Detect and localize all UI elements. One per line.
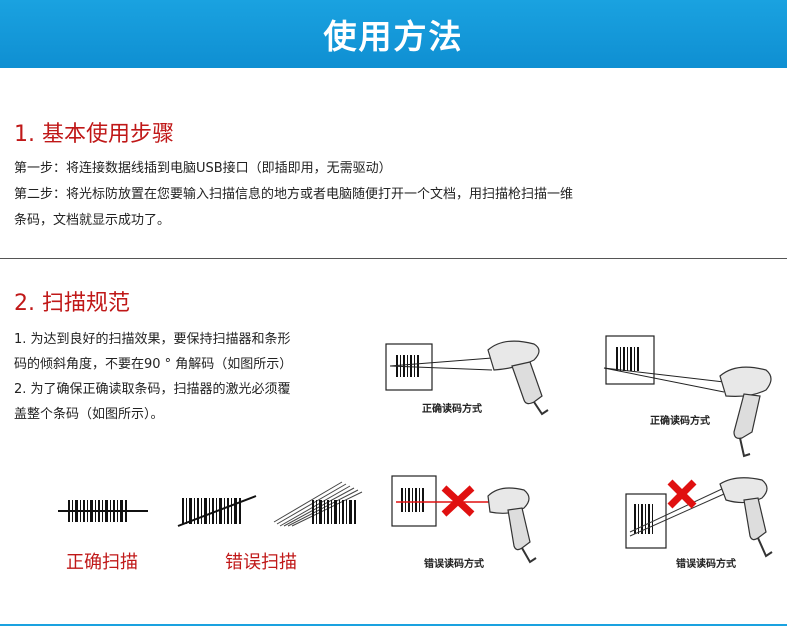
rule-1-text-cont: 码的倾斜角度，不要在90 ° 角解码（如图所示）	[14, 357, 293, 372]
rule-1-text: 1. 为达到良好的扫描效果，要保持扫描器和条形	[14, 332, 291, 347]
correct-scan-label: 正确扫描	[66, 552, 138, 573]
step-2-text-cont: 条码，文档就显示成功了。	[14, 213, 171, 228]
wrong-reading-diagram-2	[625, 477, 773, 558]
wrong-scan-barcode-1-icon	[177, 495, 257, 527]
rule-2-text-cont: 盖整个条码（如图所示）。	[14, 407, 164, 422]
correct-caption-2: 正确读码方式	[650, 416, 710, 427]
wrong-cross-icon	[441, 485, 475, 517]
wrong-scan-label: 错误扫描	[225, 552, 297, 573]
correct-reading-diagram-2	[603, 335, 772, 458]
step-2-text: 第二步：将光标防放置在您要输入扫描信息的地方或者电脑随便打开一个文档，用扫描枪扫…	[14, 187, 574, 202]
correct-scan-barcode-icon	[58, 500, 148, 522]
wrong-cross-icon	[667, 479, 697, 509]
correct-reading-diagram-1	[385, 340, 549, 416]
page-title: 使用方法	[323, 17, 464, 56]
bottom-divider	[0, 624, 787, 626]
wrong-reading-diagram-1	[391, 475, 537, 564]
section-divider	[0, 258, 787, 259]
correct-caption-1: 正确读码方式	[422, 404, 482, 415]
wrong-caption-1: 错误读码方式	[424, 559, 484, 570]
wrong-scan-barcode-2-icon	[273, 481, 363, 527]
wrong-caption-2: 错误读码方式	[676, 559, 736, 570]
page-banner: 使用方法	[0, 0, 787, 68]
step-1-text: 第一步：将连接数据线插到电脑USB接口（即插即用，无需驱动）	[14, 161, 392, 176]
section-1-title: 1. 基本使用步骤	[14, 122, 174, 147]
rule-2-text: 2. 为了确保正确读取条码，扫描器的激光必须覆	[14, 382, 291, 397]
section-2-title: 2. 扫描规范	[14, 291, 130, 316]
